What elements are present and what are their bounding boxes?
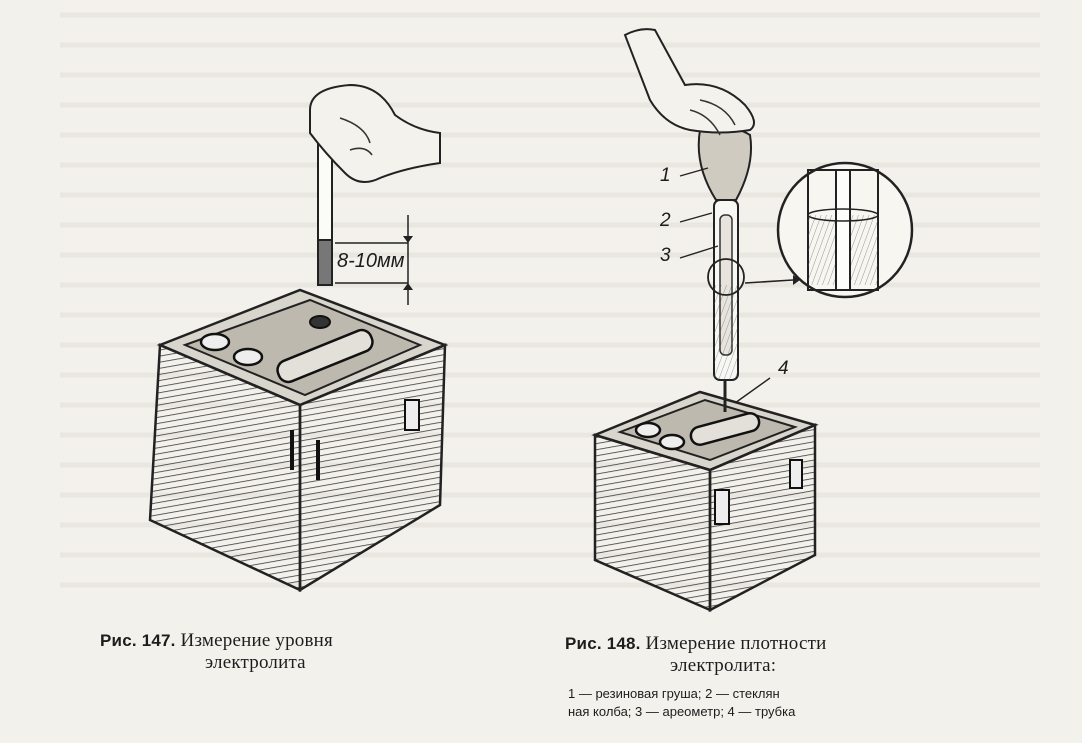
legend-148-line2: ная колба; 3 — ареометр; 4 — трубка xyxy=(568,704,796,719)
caption-148: Рис. 148. Измерение плотности электролит… xyxy=(565,633,935,677)
caption-147-line2: электролита xyxy=(205,652,306,673)
caption-148-line2: электролита: xyxy=(670,655,777,676)
callout-1: 1 xyxy=(660,165,671,186)
battery-147 xyxy=(148,83,449,593)
caption-148-line1: Измерение плотности xyxy=(645,633,827,654)
caption-147: Рис. 147. Измерение уровня электролита xyxy=(100,630,460,674)
legend-148: 1 — резиновая груша; 2 — стеклян ная кол… xyxy=(568,685,928,721)
callout-4: 4 xyxy=(778,358,789,379)
caption-148-label: Рис. 148. xyxy=(565,634,641,653)
caption-147-line1: Измерение уровня xyxy=(180,630,333,651)
callout-2: 2 xyxy=(660,210,671,231)
level-measure-label: 8-10мм xyxy=(337,250,405,272)
caption-147-label: Рис. 147. xyxy=(100,631,176,650)
legend-148-line1: 1 — резиновая груша; 2 — стеклян xyxy=(568,686,780,701)
battery-148 xyxy=(591,28,914,613)
callout-3: 3 xyxy=(660,245,671,266)
